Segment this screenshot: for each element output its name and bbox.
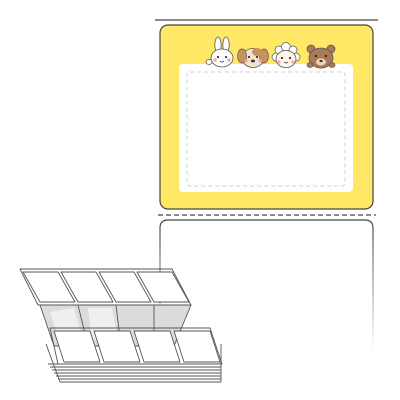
bunny-icon <box>205 36 234 68</box>
label-card-second <box>159 219 374 352</box>
bear-icon <box>306 44 336 69</box>
fanfold-top-panel <box>19 268 192 306</box>
label-window-dash <box>186 71 346 187</box>
animal-characters <box>205 36 336 69</box>
sheep-icon <box>271 42 301 68</box>
label-roll <box>154 19 379 352</box>
dog-icon <box>237 48 269 68</box>
fanfold-front-panel <box>49 327 223 365</box>
label-window <box>179 64 353 192</box>
fanfold-stack <box>19 268 223 383</box>
